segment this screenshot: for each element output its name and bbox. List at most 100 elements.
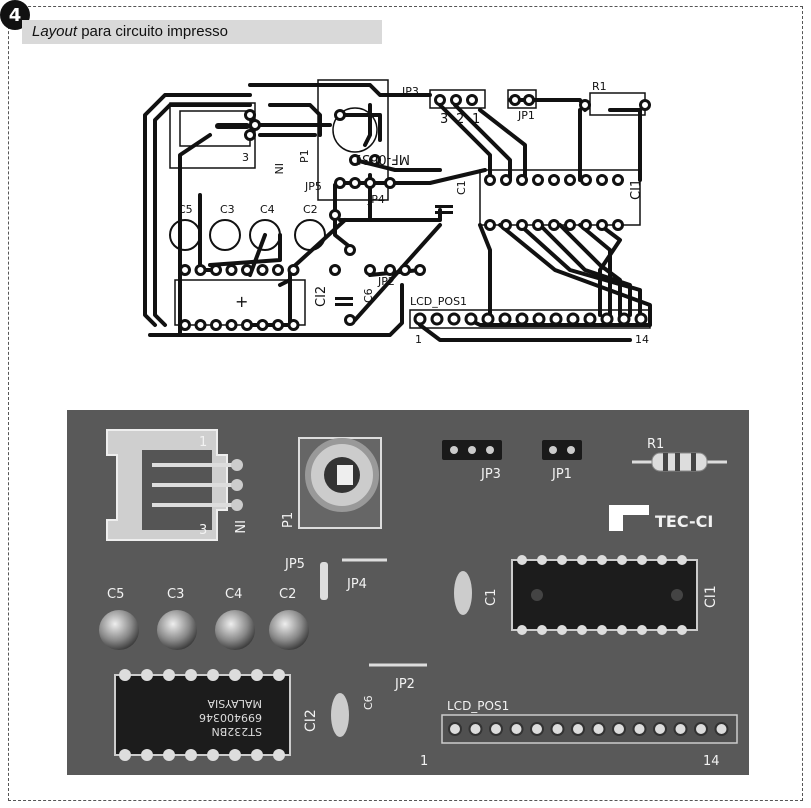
layout-pad <box>384 264 396 276</box>
photo-ic1-pin <box>537 625 547 635</box>
layout-label-in: IN <box>272 163 285 174</box>
photo-ic2-pin <box>251 669 263 681</box>
photo-lcd-pad <box>468 722 483 736</box>
photo-ic2-pin <box>273 749 285 761</box>
layout-pad <box>344 244 356 256</box>
layout-pad <box>466 94 478 106</box>
layout-label-jp2: JP2 <box>377 275 395 288</box>
layout-pad <box>329 264 341 276</box>
ic1-pad <box>548 174 560 186</box>
layout-label-p1: P1 <box>298 149 311 163</box>
photo-ic2-pin <box>119 749 131 761</box>
photo-ic2-pin <box>119 669 131 681</box>
layout-pad <box>244 109 256 121</box>
layout-pad <box>334 109 346 121</box>
photo-capacitors <box>99 610 309 650</box>
photo-ic1-pin <box>637 625 647 635</box>
photo-lcd-pad <box>612 722 626 736</box>
lcd-pad <box>515 312 529 326</box>
photo-ic2-pin <box>207 669 219 681</box>
ic1-pad <box>484 219 496 231</box>
layout-pad <box>369 154 381 166</box>
lcd-pad <box>634 312 648 326</box>
caption-text: para circuito impresso <box>77 23 228 40</box>
photo-ic-ci2 <box>114 669 291 761</box>
ic2-pad <box>179 319 191 331</box>
ic2-pad <box>225 264 238 276</box>
lcd-pad <box>617 312 631 326</box>
photo-ic1-pin <box>517 555 527 565</box>
ic1-pad <box>532 174 544 186</box>
layout-label-ci2: CI2 <box>314 286 329 307</box>
ic2-pad <box>272 264 284 276</box>
photo-label-brand: TEC-CI <box>655 512 713 531</box>
photo-label-conn-bot: 3 <box>199 523 207 538</box>
ic2-pad <box>256 264 269 276</box>
ic1-pad <box>516 219 528 231</box>
layout-label-c4: C4 <box>260 203 275 216</box>
photo-label-r1: R1 <box>647 437 664 452</box>
lcd-pad <box>600 312 614 326</box>
photo-ic2-pin <box>273 669 285 681</box>
photo-ic-ci1 <box>511 555 698 635</box>
layout-label-jp5: JP5 <box>304 180 322 193</box>
photo-ic2-pin <box>141 669 153 681</box>
photo-header-jp1 <box>542 440 582 460</box>
photo-label-ci1: CI1 <box>703 585 719 608</box>
photo-jumper-jp5 <box>320 562 328 600</box>
photo-ic1-pin <box>617 555 627 565</box>
layout-label-c6: C6 <box>362 288 375 303</box>
photo-label-chip-line1: ST232BN <box>212 725 262 738</box>
photo-ic2-pin <box>207 749 219 761</box>
photo-ic1-pin <box>577 625 587 635</box>
layout-label-jp3-pin3: 3 <box>440 112 448 127</box>
layout-pad <box>329 209 341 221</box>
photo-ic2-pin <box>229 749 241 761</box>
photo-ic1-pin <box>677 555 687 565</box>
ic2-pad <box>287 319 300 331</box>
photo-label-c5: C5 <box>107 587 124 602</box>
photo-label-in: IN <box>231 520 246 534</box>
ic1-pad <box>596 219 608 231</box>
ic2-pad <box>256 319 269 331</box>
photo-label-pin-last: 14 <box>703 754 720 769</box>
photo-ic1-pin <box>637 555 647 565</box>
photo-label-conn-top: 1 <box>199 435 207 450</box>
layout-pad <box>334 177 346 189</box>
photo-label-lcd: LCD_POS1 <box>447 699 509 713</box>
photo-ic1-pin <box>557 625 567 635</box>
pcb-layout-drawing: JP3 3 2 1 JP1 R1 3 P1 IN MF-0631 JP5 JP4… <box>143 79 652 346</box>
ic1-pad <box>596 174 608 186</box>
lcd-pad <box>498 312 512 326</box>
ic1-pad <box>612 219 624 231</box>
ic1-pad <box>580 219 592 231</box>
layout-label-jp4: JP4 <box>367 193 385 206</box>
photo-ic2-pin <box>163 749 175 761</box>
ic2-pad <box>194 319 207 331</box>
layout-pad <box>244 129 256 141</box>
ic2-pad <box>179 264 191 276</box>
lcd-pad <box>583 312 597 326</box>
layout-label-jp1: JP1 <box>517 109 535 122</box>
photo-label-jp5: JP5 <box>284 557 305 572</box>
photo-label-c6: C6 <box>362 695 375 710</box>
layout-label-pin-last: 14 <box>635 333 649 346</box>
layout-pad <box>639 99 651 111</box>
photo-ic1-pin <box>677 625 687 635</box>
photo-ic2-pin <box>141 749 153 761</box>
photo-label-c2: C2 <box>279 587 296 602</box>
photo-lcd-pad <box>673 722 688 736</box>
figure-caption: Layout para circuito impresso <box>22 20 382 44</box>
lcd-pad <box>481 312 495 326</box>
photo-label-jp3: JP3 <box>480 467 501 482</box>
layout-label-c2: C2 <box>303 203 318 216</box>
photo-label-ci2: CI2 <box>303 709 319 732</box>
layout-pads <box>179 94 651 331</box>
photo-lcd-pad <box>448 722 462 736</box>
ic1-pad <box>500 219 512 231</box>
layout-pad <box>349 177 361 189</box>
ic1-pad <box>548 219 560 231</box>
layout-label-c5: C5 <box>178 203 193 216</box>
photo-ic1-pin <box>657 625 667 635</box>
ic1-pad <box>612 174 624 186</box>
